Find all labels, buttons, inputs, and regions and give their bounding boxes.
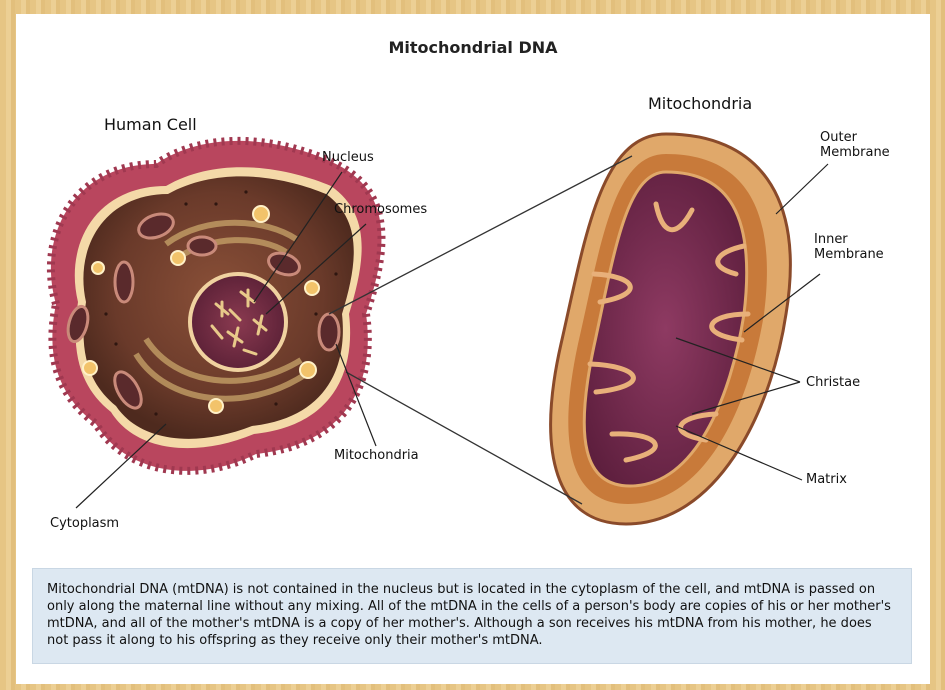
label-cytoplasm: Cytoplasm	[50, 516, 119, 531]
human-cell-heading: Human Cell	[104, 115, 197, 134]
diagram-panel: Mitochondrial DNA	[16, 14, 930, 684]
label-outer-membrane: Outer Membrane	[820, 130, 890, 160]
mitochondria-heading: Mitochondria	[648, 94, 752, 113]
mitochondrion-enlarged	[551, 134, 791, 524]
nucleus	[190, 274, 286, 370]
label-matrix: Matrix	[806, 472, 847, 487]
label-chromosomes: Chromosomes	[334, 202, 427, 217]
human-cell	[51, 141, 382, 471]
diagram-artwork	[16, 14, 930, 574]
description-box: Mitochondrial DNA (mtDNA) is not contain…	[32, 568, 912, 664]
label-mitochondria: Mitochondria	[334, 448, 419, 463]
label-inner-membrane: Inner Membrane	[814, 232, 884, 262]
label-christae: Christae	[806, 375, 860, 390]
label-nucleus: Nucleus	[322, 150, 374, 165]
